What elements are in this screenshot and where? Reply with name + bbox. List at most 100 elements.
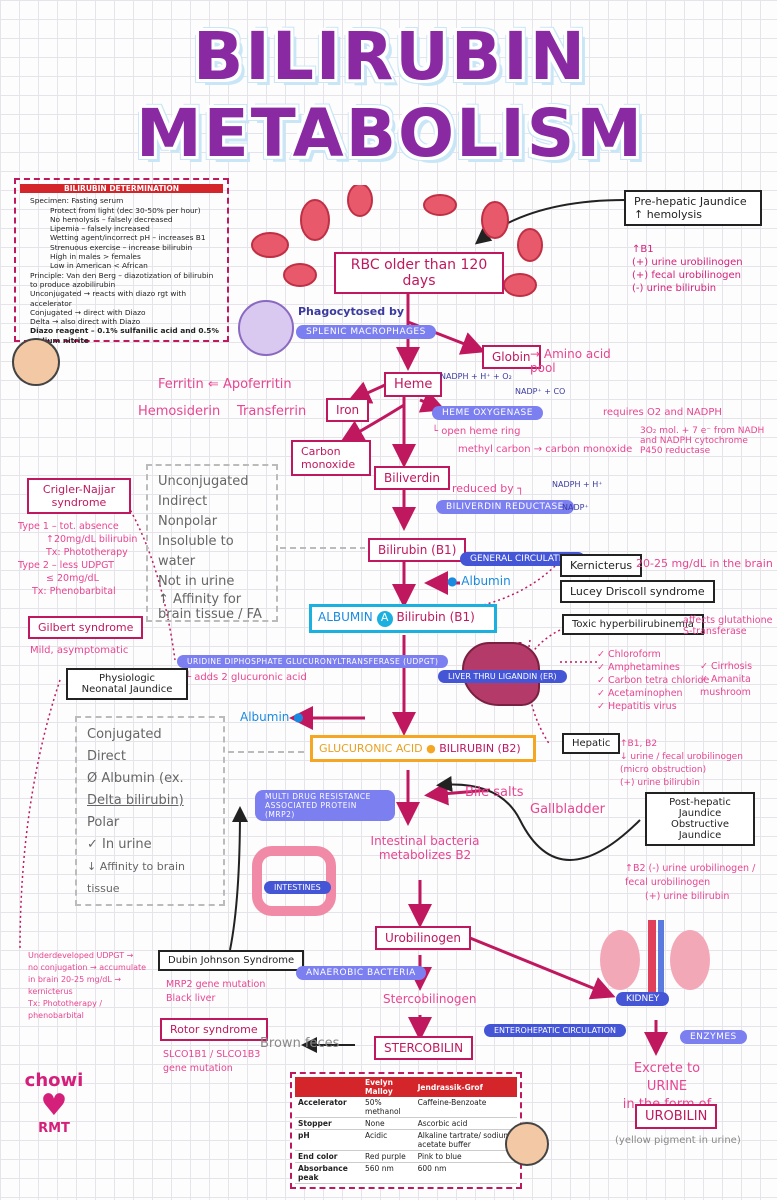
cell: 50% methanol xyxy=(362,1097,415,1118)
note: gene mutation xyxy=(163,1063,233,1074)
determination-line: No hemolysis – falsely decreased xyxy=(50,214,173,224)
albumin-label-2: Albumin ● xyxy=(240,710,304,724)
determination-line: Wetting agent/incorrect pH – increases B… xyxy=(50,233,206,243)
logo-sub: RMT xyxy=(38,1121,70,1136)
tox-item: ✓ Acetaminophen xyxy=(597,688,683,699)
neonatal-notes: Underdeveloped UDPGT → no conjugation → … xyxy=(28,950,158,1022)
cell: Acidic xyxy=(362,1129,415,1151)
heart-icon: ♥ xyxy=(40,1088,68,1123)
th xyxy=(295,1077,363,1097)
stercobilinogen-label: Stercobilinogen xyxy=(383,992,477,1006)
tox-item: ✓ Hepatitis virus xyxy=(597,701,677,712)
tox-list: ✓ Chloroform ✓ Amphetamines ✓ Carbon tet… xyxy=(597,648,709,713)
phagocytosed-label: Phagocytosed by xyxy=(298,305,405,318)
note: Tx: Phenobarbital xyxy=(32,586,116,597)
gallbladder-label: Gallbladder xyxy=(530,802,605,817)
th: Evelyn Malloy xyxy=(362,1077,415,1097)
intestines-icon xyxy=(252,846,336,916)
determination-line: Principle: Van den Berg – diazotization … xyxy=(30,270,214,289)
posthepatic-box: Post-hepatic Jaundice Obstructive Jaundi… xyxy=(645,792,755,846)
note: (+) fecal urobilinogen xyxy=(632,270,741,281)
prop: Unconjugated xyxy=(158,474,249,489)
requires-note: requires O2 and NADPH xyxy=(603,407,722,418)
page-title: BILIRUBIN METABOLISM xyxy=(136,18,644,172)
note: in brain 20-25 mg/dL → kernicterus xyxy=(28,975,122,996)
note: Type 2 – less UDPGT xyxy=(18,560,114,571)
methods-table: Evelyn Malloy Jendrassik-Grof Accelerato… xyxy=(290,1072,522,1189)
b2-text: BILIRUBIN (B2) xyxy=(439,742,521,755)
heme-box: Heme xyxy=(384,372,443,397)
note: SLCO1B1 / SLCO1B3 xyxy=(163,1049,261,1060)
determination-line: Unconjugated → reacts with diazo rgt wit… xyxy=(30,289,187,308)
cell: End color xyxy=(295,1150,363,1163)
bilirubin-text: Bilirubin (B1) xyxy=(396,610,475,624)
bilirubin-determination-panel: BILIRUBIN DETERMINATION Specimen: Fastin… xyxy=(14,178,229,345)
nadph2-label: NADPH + H⁺ xyxy=(552,480,603,489)
posthepatic-sub: Obstructive Jaundice xyxy=(670,819,730,841)
ferritin-label: Ferritin ⇐ Apoferritin xyxy=(158,377,292,392)
kidney-icon xyxy=(600,920,710,1000)
cell: Red purple xyxy=(362,1150,415,1163)
chowi-logo: chowi ♥ RMT xyxy=(20,1070,88,1136)
rotor-box: Rotor syndrome xyxy=(160,1018,268,1041)
kernicterus-box: Kernicterus xyxy=(560,554,643,577)
determination-line: Low in American < African xyxy=(50,261,148,271)
th: Jendrassik-Grof xyxy=(414,1077,517,1097)
biliverdin-reductase-pill: BILIVERDIN REDUCTASE xyxy=(436,500,574,514)
prop: Nonpolar xyxy=(158,514,218,529)
determination-header: BILIRUBIN DETERMINATION xyxy=(20,184,223,194)
iron-box: Iron xyxy=(326,398,370,422)
amino-acid-label: → Amino acid pool xyxy=(530,347,611,375)
note: ↑B1, B2 xyxy=(620,739,658,749)
enzymes-pill: ENZYMES xyxy=(680,1030,747,1044)
nadp-label: NADP⁺ + CO xyxy=(515,387,566,396)
crigler-box: Crigler-Najjar syndrome xyxy=(27,478,131,514)
prop: Conjugated xyxy=(87,727,162,742)
note: Black liver xyxy=(166,993,216,1004)
note: (+) urine bilirubin xyxy=(645,891,730,902)
cell: Alkaline tartrate/ sodium acetate buffer xyxy=(414,1129,517,1151)
prop: ✓ In urine xyxy=(87,837,152,852)
open-ring-note: └ open heme ring xyxy=(432,426,521,437)
prop: Direct xyxy=(87,749,126,764)
albumin-text: ALBUMIN xyxy=(318,610,373,624)
prehepatic-sub: ↑ hemolysis xyxy=(634,208,702,221)
yellow-note: (yellow pigment in urine) xyxy=(615,1135,741,1146)
glucuronic-text: GLUCURONIC ACID xyxy=(319,742,423,755)
toxic-box: Toxic hyperbilirubinemia xyxy=(562,614,704,635)
note: ↑B2 (-) urine urobilinogen / fecal urobi… xyxy=(625,863,756,888)
reduced-by-label: reduced by ┐ xyxy=(452,482,524,495)
determination-line: Conjugated → direct with Diazo xyxy=(30,307,146,317)
prop: Insoluble to water xyxy=(158,534,234,569)
transferrin-label: Transferrin xyxy=(237,404,307,419)
determination-line: Specimen: Fasting serum xyxy=(30,196,124,206)
note: (+) urine bilirubin xyxy=(620,778,700,788)
macrophage-icon xyxy=(238,300,294,356)
prop: Delta bilirubin) xyxy=(87,793,184,808)
dot-icon: ● xyxy=(426,742,436,755)
b1-box: Bilirubin (B1) xyxy=(368,538,467,562)
rbc-box: RBC older than 120 days xyxy=(334,252,504,294)
note: ↓ urine / fecal urobilinogen (micro obst… xyxy=(620,752,743,775)
biliverdin-box: Biliverdin xyxy=(374,466,450,490)
prop: ↑ Affinity for brain tissue / FA xyxy=(158,592,262,622)
carbon-monoxide-box: Carbon monoxide xyxy=(291,440,371,476)
prop: Not in urine xyxy=(158,574,235,589)
cell: pH xyxy=(295,1129,363,1151)
kernicterus-note: 20-25 mg/dL in the brain xyxy=(636,557,773,570)
cell: Caffeine-Benzoate xyxy=(414,1097,517,1118)
tox-item: ✓ Chloroform xyxy=(597,649,661,660)
rbc-cells-icon xyxy=(251,185,543,297)
cell: Pink to blue xyxy=(414,1150,517,1163)
prehepatic-notes: ↑B1 (+) urine urobilinogen (+) fecal uro… xyxy=(632,243,743,295)
determination-line: Protect from light (dec 30-50% per hour) xyxy=(50,205,201,215)
methyl-note: methyl carbon → carbon monoxide xyxy=(458,444,633,455)
enterohepatic-pill: ENTEROHEPATIC CIRCULATION xyxy=(484,1024,627,1037)
heme-oxygenase-pill: HEME OXYGENASE xyxy=(432,406,543,420)
cell: Accelerator xyxy=(295,1097,363,1118)
rotor-notes: SLCO1B1 / SLCO1B3 gene mutation xyxy=(163,1048,260,1076)
